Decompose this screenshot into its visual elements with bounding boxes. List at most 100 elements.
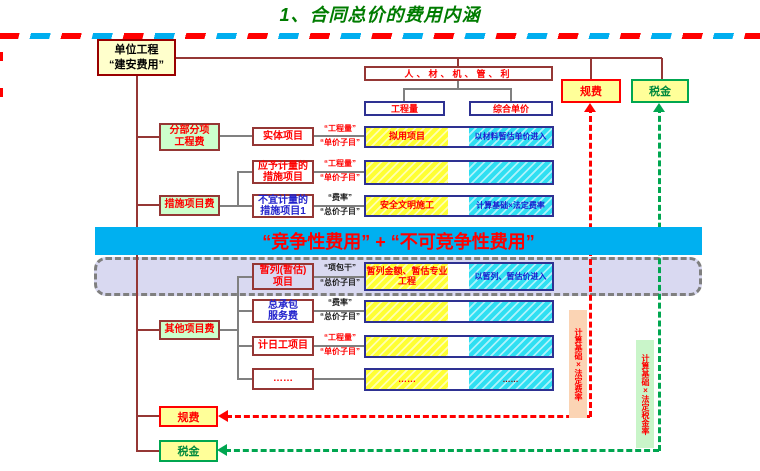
- label: 总承包: [268, 299, 298, 311]
- tax-dashed-line-horizontal: [225, 449, 659, 452]
- subdivision-works-fee-box: 分部分项 工程费: [159, 123, 220, 151]
- branch-line: [137, 204, 160, 206]
- arrow-left-icon: [218, 410, 228, 422]
- detail-row: 安全文明施工 计算基础×法定费率: [364, 195, 554, 217]
- connector: [403, 88, 405, 102]
- quote-label: “单价子目”: [320, 138, 360, 147]
- tax-formula-label: 计算基础×法定税金率: [636, 340, 654, 448]
- main-trunk-line: [136, 76, 138, 452]
- label: 实体项目: [263, 130, 303, 142]
- unit-project-box: 单位工程 “建安费用”: [97, 39, 176, 76]
- connector: [238, 171, 253, 173]
- branch-line: [137, 329, 160, 331]
- yellow-cell: ……: [366, 370, 448, 389]
- label: ……: [273, 373, 293, 385]
- fees-dashed-line-vertical: [589, 107, 592, 417]
- arrow-left-icon: [217, 444, 227, 456]
- fees-dashed-line-horizontal: [226, 415, 590, 418]
- connector: [510, 88, 512, 102]
- label: 计日工项目: [258, 340, 308, 352]
- label: 措施项目: [263, 172, 303, 183]
- detail-row: [364, 300, 554, 323]
- connector: [313, 276, 365, 278]
- connector: [403, 88, 512, 90]
- yellow-cell: [366, 302, 448, 321]
- fees-box-bottom: 规费: [159, 406, 218, 427]
- gap-cell: [448, 162, 469, 183]
- yellow-cell: 暂列金额、暂估专业工程: [366, 264, 448, 289]
- gap-cell: [448, 197, 469, 215]
- label: 暂列(暂估): [259, 265, 307, 276]
- label: 措施项目1: [260, 206, 306, 217]
- cyan-cell: 计算基础×法定费率: [469, 197, 552, 215]
- cyan-cell: 以材料暂估单价进入: [469, 128, 552, 146]
- connector: [220, 329, 238, 331]
- connector: [313, 171, 365, 173]
- detail-row: 拟用项目 以材料暂估单价进入: [364, 126, 554, 148]
- cyan-cell: ……: [469, 370, 552, 389]
- entity-item-box: 实体项目: [252, 127, 314, 146]
- yellow-cell: 拟用项目: [366, 128, 448, 146]
- quote-label: “单价子目”: [320, 173, 360, 182]
- unit-project-line2: “建安费用”: [109, 58, 164, 71]
- connector: [238, 378, 253, 380]
- quote-label: “费率”: [328, 298, 352, 307]
- quote-label: “单价子目”: [320, 347, 360, 356]
- quote-label: “总价子目”: [320, 312, 360, 321]
- provisional-items-box: 暂列(暂估)项目: [252, 263, 314, 290]
- connector: [661, 58, 663, 79]
- fee-formula-label: 计算基础×法定费率: [569, 310, 587, 418]
- branch-line: [137, 415, 160, 417]
- gap-cell: [448, 337, 469, 356]
- fees-box-top: 规费: [561, 79, 621, 103]
- general-contracting-service-box: 总承包服务费: [252, 299, 314, 323]
- connector: [457, 81, 459, 89]
- yellow-cell: 安全文明施工: [366, 197, 448, 215]
- tax-box-top: 税金: [631, 79, 689, 103]
- quote-label: “项包干”: [324, 263, 356, 272]
- quote-label: “总价子目”: [320, 278, 360, 287]
- ellipsis-box: ……: [252, 368, 314, 390]
- label: 工程费: [174, 137, 205, 148]
- connector: [238, 345, 253, 347]
- connector: [313, 205, 365, 207]
- cyan-cell: [469, 337, 552, 356]
- label: 服务费: [268, 311, 298, 322]
- other-items-fee-box: 其他项目费: [159, 320, 220, 340]
- measures-fee-box: 措施项目费: [159, 195, 220, 216]
- competitive-fees-banner: “竞争性费用” + “不可竞争性费用”: [95, 227, 702, 255]
- unmeasurable-measures-box: 不宜计量的措施项目1: [252, 194, 314, 218]
- quote-label: “总价子目”: [320, 207, 360, 216]
- top-line: [175, 57, 662, 59]
- label: 项目: [273, 276, 293, 288]
- unit-project-line1: 单位工程: [114, 43, 159, 56]
- gap-cell: [448, 370, 469, 389]
- quote-label: “工程量”: [324, 124, 356, 133]
- label: 应予计量的: [258, 160, 308, 172]
- gap-cell: [448, 264, 469, 289]
- connector: [313, 378, 365, 380]
- connector: [313, 310, 365, 312]
- cyan-cell: 以暂列、暂估价进入: [469, 264, 552, 289]
- detail-row: …… ……: [364, 368, 554, 391]
- tax-dashed-line-vertical: [658, 107, 661, 451]
- quantity-box: 工程量: [364, 101, 445, 116]
- connector: [313, 345, 365, 347]
- connector: [237, 171, 239, 207]
- detail-row: [364, 160, 554, 185]
- connector: [220, 135, 253, 137]
- connector: [313, 135, 365, 137]
- connector: [238, 276, 253, 278]
- edge-dash: [0, 52, 3, 61]
- detail-row: 暂列金额、暂估专业工程 以暂列、暂估价进入: [364, 262, 554, 291]
- connector: [220, 205, 253, 207]
- quote-label: “工程量”: [324, 333, 356, 342]
- label: 分部分项: [169, 124, 210, 136]
- connector: [238, 310, 253, 312]
- quote-label: “费率”: [328, 193, 352, 202]
- yellow-cell: [366, 162, 448, 183]
- connector: [237, 276, 239, 380]
- cyan-cell: [469, 302, 552, 321]
- detail-row: [364, 335, 554, 358]
